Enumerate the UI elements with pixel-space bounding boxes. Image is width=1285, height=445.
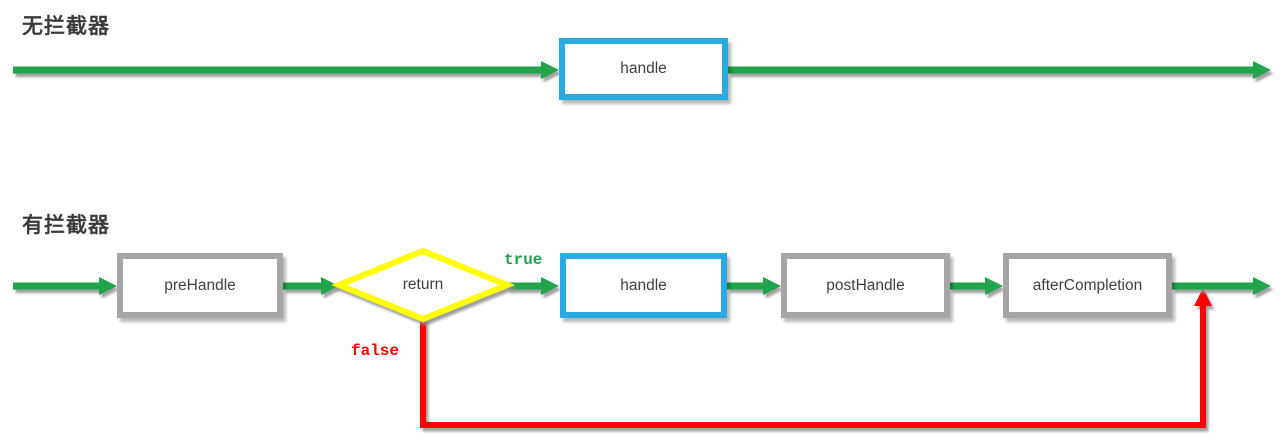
- false-branch-label: false: [351, 342, 400, 360]
- green-arrowhead-icon: [321, 277, 339, 295]
- green-arrowhead-icon: [1253, 277, 1271, 295]
- heading-no-interceptor: 无拦截器: [22, 15, 110, 38]
- green-arrowhead-icon: [99, 277, 117, 295]
- return-decision-diamond: [331, 247, 515, 323]
- node-label: handle: [620, 60, 667, 77]
- false-branch-red-arrow: [420, 288, 1212, 428]
- green-arrowhead-icon: [1253, 61, 1271, 79]
- node-label: postHandle: [826, 276, 905, 294]
- red-arrowhead-up-icon: [1194, 288, 1212, 306]
- node-label: handle: [620, 276, 667, 294]
- node-label: preHandle: [164, 276, 236, 294]
- heading-with-interceptor: 有拦截器: [22, 214, 110, 237]
- node-label: afterCompletion: [1032, 276, 1143, 294]
- green-arrowhead-icon: [763, 277, 781, 295]
- green-arrowhead-icon: [985, 277, 1003, 295]
- posthandle-node: postHandle: [781, 253, 950, 318]
- green-arrowhead-icon: [541, 61, 559, 79]
- green-arrowhead-icon: [541, 277, 559, 295]
- no-interceptor-green-arrows: [13, 61, 1271, 79]
- true-branch-label: true: [504, 251, 543, 269]
- aftercompletion-node: afterCompletion: [1003, 253, 1172, 318]
- prehandle-node: preHandle: [117, 253, 283, 318]
- handle-node: handle: [560, 253, 727, 318]
- with-interceptor-green-arrows: [13, 277, 1271, 295]
- handle-node-no-interceptor: handle: [559, 38, 728, 100]
